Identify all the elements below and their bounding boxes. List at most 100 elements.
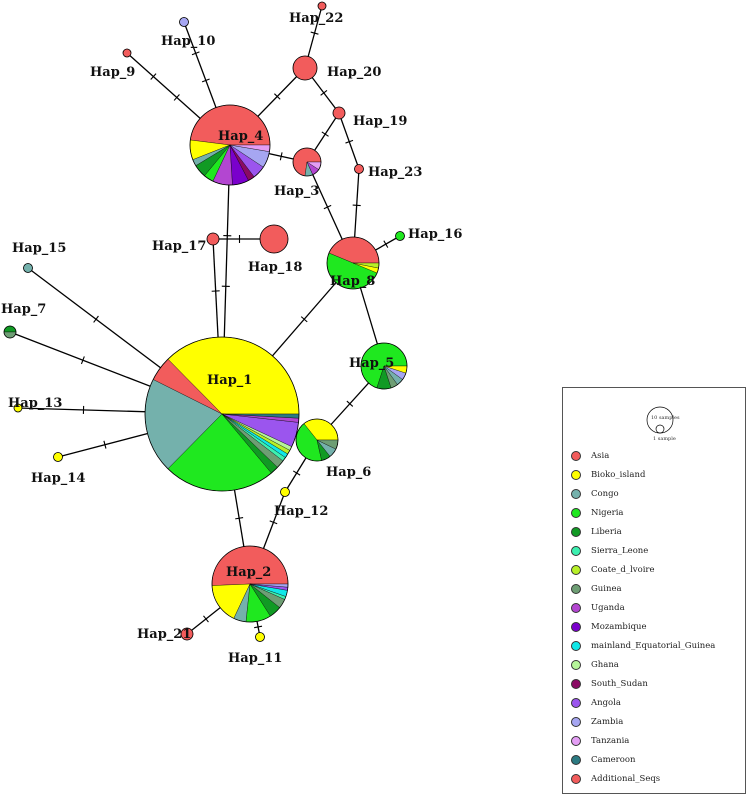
node-hap-4 [189,104,271,186]
slice-liberia [3,325,17,333]
node-hap-8 [326,236,380,290]
label-hap-14: Hap_14 [31,471,85,486]
legend-item-tanzania: Tanzania [571,731,715,750]
legend-label-mainland-equatorial-guinea: mainland_Equatorial_Guinea [591,640,716,651]
legend-item-uganda: Uganda [571,598,715,617]
legend-item-angola: Angola [571,693,715,712]
label-hap-1: Hap_1 [207,373,252,388]
label-hap-5: Hap_5 [349,356,394,371]
label-hap-4: Hap_4 [218,129,263,144]
legend-swatch-coate-d-lvoire [571,564,581,575]
legend-swatch-congo [571,488,581,499]
node-hap-20 [292,55,318,81]
node-outline [53,452,63,462]
label-hap-20: Hap_20 [327,65,381,80]
mutation-tick-hap-4-hap-9 [150,73,157,80]
node-outline [180,627,194,641]
slice-guinea [3,331,17,339]
scale-small-circle [655,424,665,434]
label-hap-13: Hap_13 [8,396,62,411]
mutation-tick-hap-20-hap-19 [320,90,328,96]
node-hap-2 [211,545,289,623]
legend-label-guinea: Guinea [591,583,622,594]
mutation-tick-hap-4-hap-10 [201,78,210,83]
node-outline [3,325,17,339]
node-hap-6 [295,418,339,462]
node-hap-9 [122,48,132,58]
label-hap-10: Hap_10 [161,34,215,49]
label-hap-11: Hap_11 [228,651,282,666]
legend-label-bioko-island: Bioko_island [591,469,646,480]
node-hap-13 [13,403,23,413]
mutation-tick-hap-19-hap-3 [321,131,329,137]
legend-label-south-sudan: South_Sudan [591,678,648,689]
legend-item-cameroon: Cameroon [571,750,715,769]
node-outline [360,342,408,390]
mutation-tick-hap-2-hap-21 [203,615,209,623]
node-hap-10 [179,17,189,27]
node-hap-1 [144,336,300,492]
label-hap-12: Hap_12 [274,504,328,519]
legend-swatch-nigeria [571,507,581,518]
label-hap-9: Hap_9 [90,65,135,80]
legend-label-uganda: Uganda [591,602,625,613]
node-outline [189,104,271,186]
mutation-tick-hap-1-hap-15 [93,315,99,323]
node-outline [259,224,289,254]
scale-large-label: 10 samples [651,415,680,421]
label-hap-7: Hap_7 [1,302,46,317]
node-hap-17 [206,232,220,246]
mutation-tick-hap-1-hap-8 [300,316,308,323]
node-hap-15 [23,263,33,273]
legend-swatch-south-sudan [571,678,581,689]
legend-swatch-mozambique [571,621,581,632]
legend-label-additional-seqs: Additional_Seqs [591,773,661,784]
mutation-tick-hap-4-hap-10 [191,51,200,56]
legend-label-asia: Asia [591,450,610,461]
node-hap-12 [280,487,290,497]
label-hap-21: Hap_21 [137,627,191,642]
label-hap-18: Hap_18 [248,260,302,275]
node-hap-21 [180,627,194,641]
network-edges [9,5,401,638]
label-hap-3: Hap_3 [274,184,319,199]
mutation-tick-hap-1-hap-7 [80,356,85,365]
node-outline [144,336,300,492]
legend-label-angola: Angola [591,697,621,708]
legend-item-zambia: Zambia [571,712,715,731]
node-outline [326,236,380,290]
legend-swatch-bioko-island [571,469,581,480]
legend-swatch-ghana [571,659,581,670]
legend-label-nigeria: Nigeria [591,507,624,518]
node-outline [292,147,322,177]
node-hap-16 [395,231,405,241]
legend-swatch-tanzania [571,735,581,746]
node-hap-18 [259,224,289,254]
node-outline [354,164,364,174]
node-hap-11 [255,632,265,642]
node-outline [13,403,23,413]
legend-item-guinea: Guinea [571,579,715,598]
mutation-tick-hap-6-hap-12 [292,470,301,476]
node-outline [206,232,220,246]
node-hap-5 [360,342,408,390]
legend-label-zambia: Zambia [591,716,624,727]
legend-swatch-asia [571,450,581,461]
node-outline [395,231,405,241]
network-nodes [3,1,408,642]
mutation-tick-hap-1-hap-2 [235,517,244,520]
node-outline [280,487,290,497]
legend-item-liberia: Liberia [571,522,715,541]
node-hap-23 [354,164,364,174]
edge-hap-19-hap-23 [338,112,360,170]
label-hap-22: Hap_22 [289,11,343,26]
label-hap-17: Hap_17 [152,239,206,254]
legend-swatch-mainland-equatorial-guinea [571,640,581,651]
legend-item-ghana: Ghana [571,655,715,674]
legend-size-scale: 10 samples 1 sample [603,396,703,442]
mutation-tick-hap-1-hap-14 [103,440,107,449]
node-outline [211,545,289,623]
scale-small-label: 1 sample [653,436,676,442]
legend-swatch-sierra-leone [571,545,581,556]
